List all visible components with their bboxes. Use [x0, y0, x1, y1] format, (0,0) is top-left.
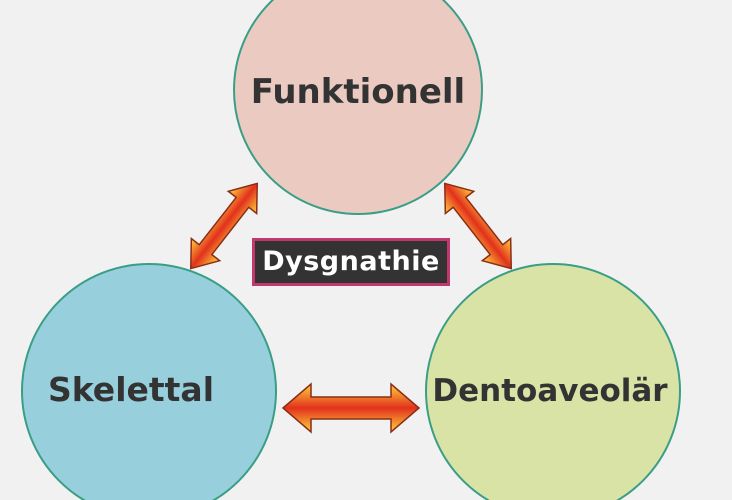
node-funktionell — [233, 0, 483, 215]
node-dentoaveolar — [425, 263, 681, 500]
double-arrow-funktionell-dentoaveolar — [443, 182, 513, 270]
center-label-dysgnathie: Dysgnathie — [252, 238, 450, 286]
node-skelettal-label: Skelettal — [48, 370, 214, 409]
node-skelettal — [21, 263, 277, 500]
double-arrow-funktionell-skelettal — [189, 182, 259, 270]
node-dentoaveolar-label: Dentoaveolär — [432, 373, 668, 409]
node-funktionell-label: Funktionell — [251, 72, 465, 112]
double-arrow-skelettal-dentoaveolar — [281, 382, 421, 434]
